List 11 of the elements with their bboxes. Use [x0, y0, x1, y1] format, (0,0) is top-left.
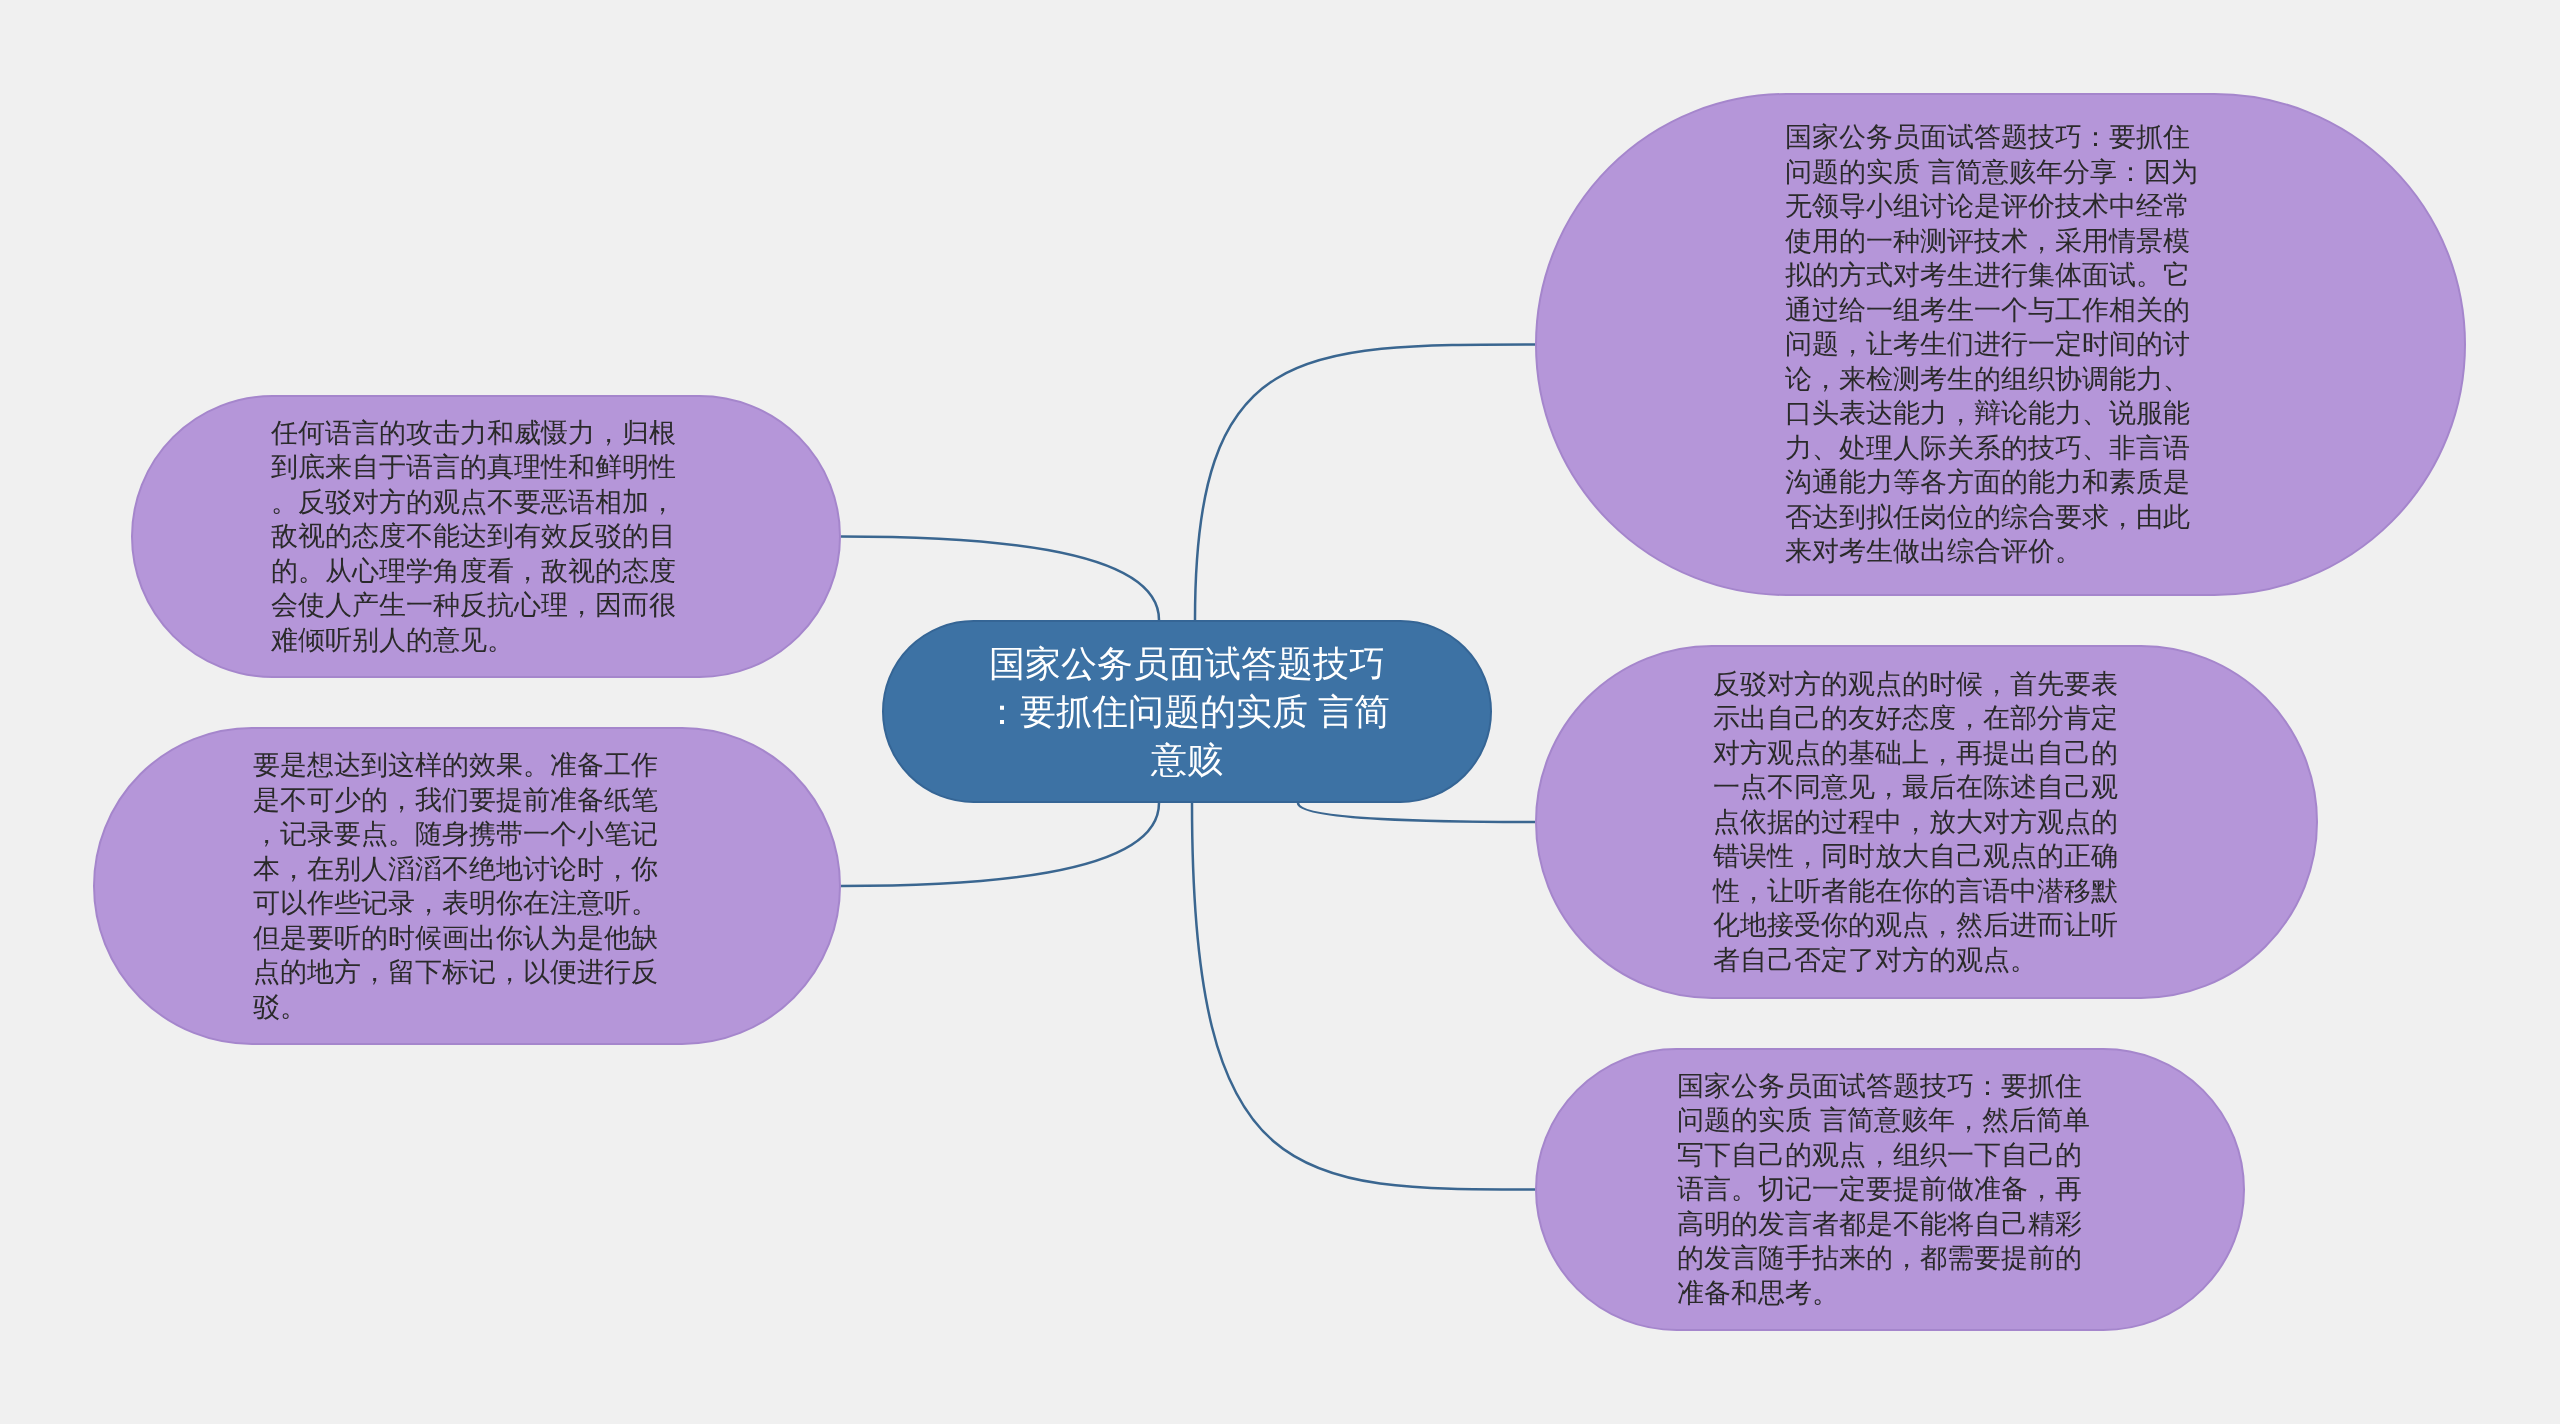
- node-text: 国家公务员面试答题技巧：要抓住问题的实质 言简意赅年，然后简单写下自己的观点，组织一下自己的语言。切记一定要提前做准备，再高明的发言者都是不能将自己精彩的发言随手拈来的，都需要提前的准备和思考。: [1677, 1069, 2091, 1310]
- connector-line: [841, 535, 1161, 621]
- node-text: 反驳对方的观点的时候，首先要表示出自己的友好态度，在部分肯定对方观点的基础上，再提出自己的一点不同意见，最后在陈述自己观点依据的过程中，放大对方观点的错误性，同时放大自己观点的正确性，让听者能在你的言语中潜移默化地接受你的观点，然后进而让听者自己否定了对方的观点。: [1713, 667, 2119, 977]
- connector-line: [841, 802, 1161, 888]
- connector-line: [1297, 802, 1535, 824]
- node-text: 国家公务员面试答题技巧：要抓住问题的实质 言简意赅: [983, 641, 1391, 782]
- connector-line: [1190, 802, 1535, 1191]
- connector-line: [1193, 343, 1535, 621]
- node-text: 要是想达到这样的效果。准备工作是不可少的，我们要提前准备纸笔，记录要点。随身携带一个小笔记本，在别人滔滔不绝地讨论时，你可以作些记录，表明你在注意听。但是要听的时候画出你认为是他缺点的地方，留下标记，以便进行反驳。: [253, 749, 659, 1024]
- node-text: 任何语言的攻击力和威慑力，归根到底来自于语言的真理性和鲜明性。反驳对方的观点不要恶语相加，敌视的态度不能达到有效反驳的目的。从心理学角度看，敌视的态度会使人产生一种反抗心理，因而很难倾听别人的意见。: [271, 416, 677, 657]
- node-text: 国家公务员面试答题技巧：要抓住问题的实质 言简意赅年分享：因为无领导小组讨论是评价技术中经常使用的一种测评技术，采用情景模拟的方式对考生进行集体面试。它通过给一组考生一个与工作相关的问题，让考生们进行一定时间的讨论，来检测考生的组织协调能力、口头表达能力，辩论能力、说服能力、处理人际关系的技巧、非言语沟通能力等各方面的能力和素质是否达到拟任岗位的综合要求，由此来对考生做出综合评价。: [1785, 121, 2199, 569]
